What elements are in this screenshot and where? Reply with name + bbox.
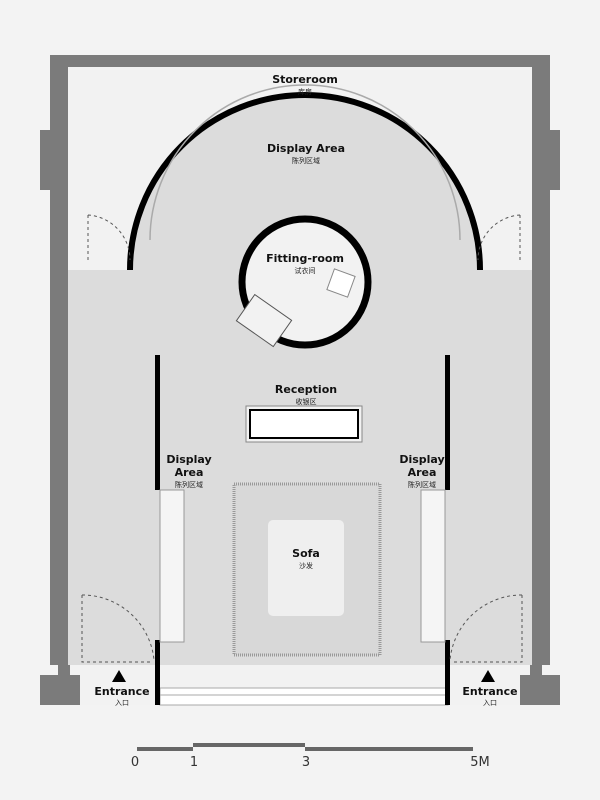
svg-text:陈列区域: 陈列区域 (292, 156, 320, 165)
arc-partition (127, 92, 483, 271)
storeroom-label: Storeroom (272, 73, 338, 86)
entrance-arrow-icon (481, 670, 495, 682)
right-display-shelf (420, 489, 446, 643)
reception-desk (249, 409, 359, 439)
scale-tick: 3 (302, 755, 310, 770)
scale-tick: 1 (190, 755, 198, 770)
scale-tick: 0 (131, 755, 139, 770)
svg-text:入口: 入口 (483, 699, 497, 707)
svg-text:Area: Area (408, 466, 437, 479)
svg-text:沙发: 沙发 (299, 561, 313, 570)
entrance-left-label: Entrance (94, 685, 149, 698)
chair-icon (326, 268, 356, 298)
sofa-label: Sofa (292, 547, 320, 560)
fitting-room-label: Fitting-room (266, 252, 344, 265)
svg-text:库房: 库房 (298, 87, 312, 96)
arc-display-shelf (149, 84, 461, 241)
svg-text:陈列区域: 陈列区域 (175, 480, 203, 489)
display-top-label: Display Area (267, 142, 345, 155)
left-display-shelf (159, 489, 185, 643)
svg-text:收银区: 收银区 (296, 397, 317, 406)
entrance-arrow-icon (112, 670, 126, 682)
right-partition (445, 355, 450, 490)
fitting-room-door (235, 293, 293, 348)
door-right-entrance (449, 594, 523, 663)
display-right-label: Display (399, 453, 444, 466)
entrance-right-label: Entrance (462, 685, 517, 698)
door-left-entrance (81, 594, 155, 663)
door-right-storeroom (477, 214, 521, 261)
svg-text:入口: 入口 (115, 699, 129, 707)
door-left-storeroom (87, 214, 131, 261)
svg-text:陈列区域: 陈列区域 (408, 480, 436, 489)
scale-tick: 5M (470, 755, 490, 770)
reception-label: Reception (275, 383, 337, 396)
display-left-label: Display (166, 453, 211, 466)
scale-bar: 0 1 3 5M (131, 743, 490, 770)
svg-text:试衣间: 试衣间 (295, 266, 316, 275)
left-partition (155, 355, 160, 490)
entrance-steps (159, 687, 449, 706)
svg-text:Area: Area (175, 466, 204, 479)
sofa (268, 520, 344, 616)
